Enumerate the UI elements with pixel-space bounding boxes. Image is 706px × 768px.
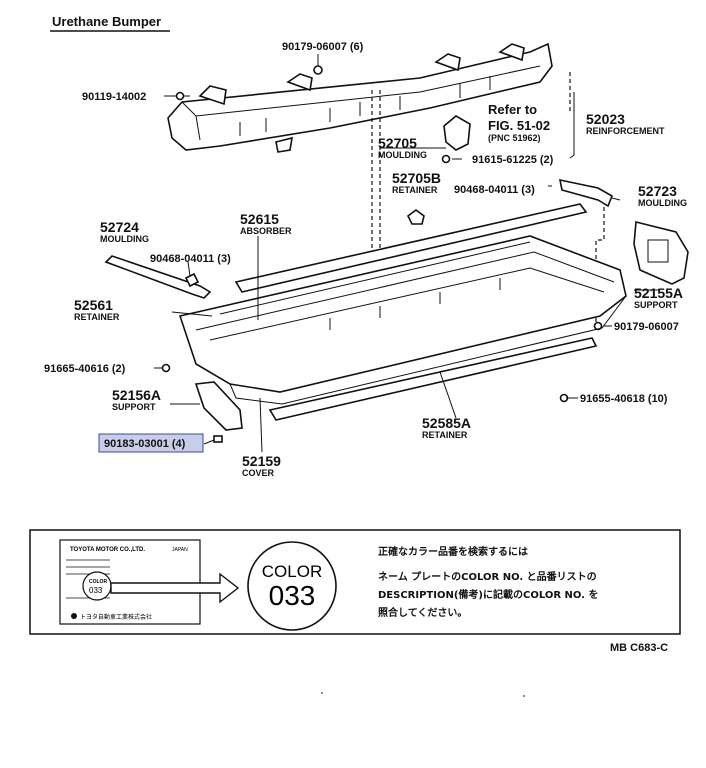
support-52156a (194, 381, 243, 431)
label-90119-14002: 90119-14002 (82, 91, 146, 103)
label-52705: 52705 (378, 135, 417, 151)
diagram-title: Urethane Bumper (52, 14, 161, 29)
retainer-52705b (406, 209, 425, 225)
label-52723-name: MOULDING (638, 198, 687, 208)
plate-footer: トヨタ自動車工業株式会社 (80, 613, 152, 621)
label-52155a-name: SUPPORT (634, 300, 678, 310)
label-52724-name: MOULDING (100, 234, 149, 244)
retainer-52585a (268, 337, 598, 421)
plate-country: JAPAN (172, 547, 188, 553)
support-52155a (633, 220, 689, 285)
screw-91615 (441, 154, 451, 164)
label-52705b-name: RETAINER (392, 185, 438, 195)
moulding-52724 (104, 255, 212, 299)
jp-line-3: DESCRIPTION(備考)に記載のCOLOR NO. を (378, 588, 598, 601)
circle-color-value: 033 (269, 580, 316, 611)
highlight-90183-03001 (98, 433, 204, 453)
label-fig-51-02: FIG. 51-02 (488, 118, 550, 133)
reinforcement-part (167, 42, 553, 153)
label-52561: 52561 (74, 297, 113, 313)
nut-90179-06007 (593, 321, 603, 331)
label-52723: 52723 (638, 183, 677, 199)
moulding-52705 (234, 203, 588, 293)
bumper-cover-52159 (178, 235, 627, 405)
label-52155a: 52155A (634, 285, 683, 301)
clip-90468-left (184, 272, 200, 288)
clip-90183 (213, 435, 223, 443)
label-91655-40618: 91655-40618 (10) (580, 393, 668, 405)
bolt-90179-top (313, 65, 323, 75)
label-90468-04011-left: 90468-04011 (3) (150, 253, 231, 265)
label-91615-61225: 91615-61225 (2) (472, 154, 554, 166)
plate-color-label: COLOR (89, 579, 107, 585)
label-90179-06007-6: 90179-06007 (6) (282, 41, 364, 53)
label-refer-to: Refer to (488, 102, 537, 117)
label-52585a-name: RETAINER (422, 430, 468, 440)
label-52159-name: COVER (242, 468, 275, 478)
label-52615-name: ABSORBER (240, 226, 292, 236)
label-52705b: 52705B (392, 170, 441, 186)
label-52615: 52615 (240, 211, 279, 227)
label-52023-name: REINFORCEMENT (586, 126, 665, 136)
label-91665-40616: 91665-40616 (2) (44, 363, 126, 375)
label-90183-03001: 90183-03001 (4) (104, 438, 186, 450)
plate-color-value: 033 (89, 586, 103, 595)
bracket-fig-51-02 (443, 115, 471, 151)
label-52724: 52724 (100, 219, 139, 235)
label-52159: 52159 (242, 453, 281, 469)
label-pnc-51962: (PNC 51962) (488, 133, 541, 143)
label-52023: 52023 (586, 111, 625, 127)
arrow-to-color (110, 572, 240, 604)
jp-line-1: 正確なカラー品番を検索するには (378, 545, 528, 558)
speck-2 (523, 695, 525, 697)
label-52705-name: MOULDING (378, 150, 427, 160)
label-52585a: 52585A (422, 415, 471, 431)
bolt-90119 (175, 91, 190, 101)
jp-line-4: 照合してください。 (378, 606, 467, 619)
color-circle: COLOR 033 (247, 541, 337, 631)
label-52156a-name: SUPPORT (112, 402, 156, 412)
label-90468-04011-right: 90468-04011 (3) (454, 184, 535, 196)
plate-maker: TOYOTA MOTOR CO.,LTD. (70, 547, 145, 553)
label-52156a: 52156A (112, 387, 161, 403)
circle-color-label: COLOR (262, 562, 322, 581)
speck-1 (321, 692, 323, 694)
label-52561-name: RETAINER (74, 312, 120, 322)
screw-91665 (161, 363, 171, 373)
moulding-52723 (558, 178, 614, 208)
page-code: MB C683-C (610, 642, 668, 654)
color-info-box: TOYOTA MOTOR CO.,LTD. JAPAN COLOR 033 トヨ… (29, 529, 681, 635)
name-plate: TOYOTA MOTOR CO.,LTD. JAPAN COLOR 033 トヨ… (59, 539, 201, 625)
label-90179-06007: 90179-06007 (614, 321, 679, 333)
jp-line-2: ネーム プレートのCOLOR NO. と品番リストの (378, 570, 597, 583)
